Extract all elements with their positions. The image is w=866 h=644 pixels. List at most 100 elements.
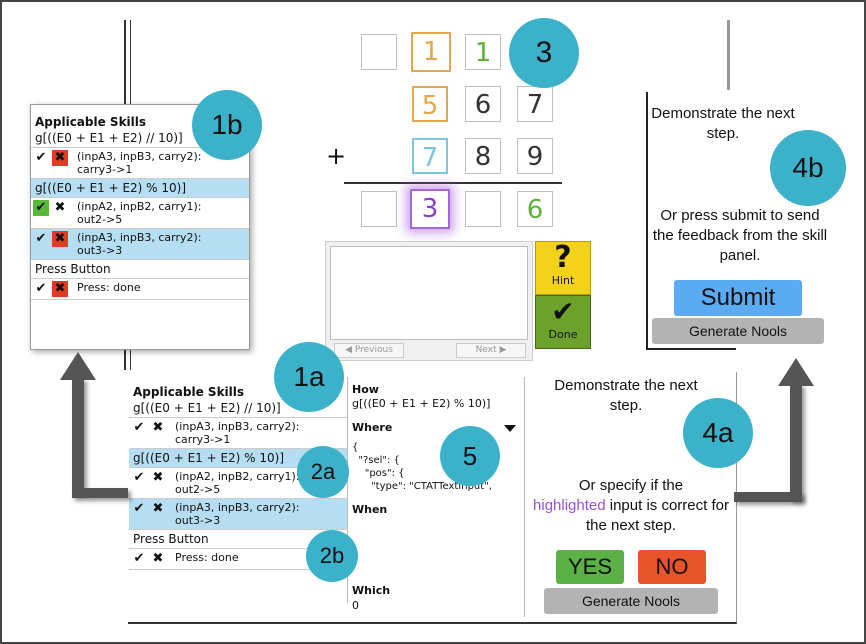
row-text: (inpA3, inpB3, carry2): out3->3	[175, 501, 300, 527]
demonstrate-text: Demonstrate the next step.	[651, 105, 795, 142]
row-text: Press: done	[175, 551, 239, 564]
skill-sum: g[((E0 + E1 + E2) % 10)]	[129, 449, 347, 468]
how-label: How	[352, 383, 379, 396]
top-digit-3[interactable]: 7	[517, 86, 553, 122]
arrow-right-vertical	[790, 384, 802, 500]
badge-5: 5	[440, 426, 500, 486]
next-button[interactable]: Next ▶	[456, 343, 526, 358]
check-icon[interactable]: ✔	[35, 150, 47, 165]
panel-4b-bottom	[646, 348, 736, 350]
bottom-digit-1[interactable]: 7	[412, 138, 448, 174]
carry-input-1[interactable]	[361, 34, 397, 70]
submit-instructions: Or press submit to send the feedback fro…	[652, 207, 828, 264]
no-button[interactable]: NO	[638, 550, 706, 584]
answer-digit-3[interactable]: 6	[517, 191, 553, 227]
submit-button[interactable]: Submit	[674, 280, 802, 316]
skill-row: ✔ ✖ (inpA3, inpB3, carry2): carry3->1	[31, 148, 249, 179]
answer-digit-1[interactable]: 3	[410, 189, 450, 229]
row-text: Press: done	[77, 281, 141, 294]
check-icon[interactable]: ✔	[133, 420, 145, 435]
check-icon[interactable]: ✔	[133, 470, 145, 485]
skill-row: ✔ ✖ Press: done	[31, 279, 249, 300]
answer-digit-2[interactable]	[465, 191, 501, 227]
check-icon[interactable]: ✔	[35, 231, 47, 246]
hint-message-area: ◀ Previous Next ▶	[325, 241, 533, 361]
which-value: 0	[352, 599, 359, 612]
badge-2b: 2b	[306, 530, 358, 582]
row-text: (inpA2, inpB2, carry1): out2->5	[77, 200, 202, 226]
check-icon[interactable]: ✔	[35, 281, 47, 296]
row-text: (inpA3, inpB3, carry2): carry3->1	[175, 420, 300, 446]
check-icon[interactable]: ✔	[133, 501, 145, 516]
skill-row: ✔ ✖ (inpA2, inpB2, carry1): out2->5	[31, 198, 249, 229]
press-button-title: Press Button	[129, 530, 347, 549]
arrow-left-head-icon	[60, 352, 96, 380]
specify-post: input is correct for the next step.	[585, 497, 729, 534]
arrow-right-head-icon	[778, 358, 814, 386]
hint-button[interactable]: ? Hint	[535, 241, 591, 295]
reject-icon[interactable]: ✖	[52, 281, 68, 297]
skill-carry: g[((E0 + E1 + E2) // 10)]	[129, 399, 347, 418]
skill-row: ✔ ✖ Press: done	[129, 549, 347, 570]
checkmark-icon: ✔	[551, 295, 575, 328]
where-json: { "?sel": { "pos": { "type": "CTATTextIn…	[352, 442, 492, 492]
where-label: Where	[352, 421, 393, 434]
reject-icon[interactable]: ✖	[152, 501, 164, 516]
where-toggle-icon[interactable]	[504, 425, 516, 432]
sum-line	[344, 182, 562, 184]
skill-row: ✔ ✖ (inpA2, inpB2, carry1): out2->5	[129, 468, 347, 499]
badge-4b: 4b	[770, 130, 846, 206]
row-text: (inpA3, inpB3, carry2): carry3->1	[77, 150, 202, 176]
bottom-digit-2[interactable]: 8	[465, 138, 501, 174]
prompt-4b: Demonstrate the next step. Or press subm…	[648, 104, 856, 344]
highlighted-word: highlighted	[533, 497, 606, 514]
carry-input-3[interactable]: 1	[465, 34, 501, 70]
row-text: (inpA2, inpB2, carry1): out2->5	[175, 470, 300, 496]
generate-nools-button[interactable]: Generate Nools	[544, 588, 718, 614]
yes-button[interactable]: YES	[556, 550, 624, 584]
reject-icon[interactable]: ✖	[152, 420, 164, 435]
skill-panel-1b: Applicable Skills g[((E0 + E1 + E2) // 1…	[30, 104, 250, 350]
answer-digit-0[interactable]	[361, 191, 397, 227]
prompt-4a: Demonstrate the next step. Or specify if…	[526, 376, 734, 616]
specify-text: Or specify if the highlighted input is c…	[528, 476, 734, 536]
hint-label: Hint	[551, 274, 575, 287]
carry-input-2[interactable]: 1	[411, 32, 451, 72]
reject-icon[interactable]: ✖	[152, 551, 164, 566]
arrow-left-vertical	[72, 378, 84, 494]
demonstrate-text: Demonstrate the next step.	[554, 377, 698, 414]
top-digit-2[interactable]: 6	[465, 86, 501, 122]
badge-4a: 4a	[683, 398, 753, 468]
arrow-left-horizontal	[72, 488, 128, 498]
skill-carry: g[((E0 + E1 + E2) // 10)]	[31, 129, 249, 148]
badge-1b: 1b	[192, 90, 262, 160]
reject-icon[interactable]: ✖	[152, 470, 164, 485]
reject-icon[interactable]: ✖	[54, 200, 66, 215]
skill-row: ✔ ✖ (inpA3, inpB3, carry2): out3->3	[129, 499, 347, 530]
generate-nools-button[interactable]: Generate Nools	[652, 318, 824, 344]
check-icon[interactable]: ✔	[133, 551, 145, 566]
arrow-right-horizontal	[734, 492, 802, 502]
which-label: Which	[352, 584, 391, 597]
question-icon: ?	[554, 240, 572, 275]
top-digit-1[interactable]: 5	[412, 86, 448, 122]
done-label: Done	[548, 328, 578, 341]
badge-1a: 1a	[274, 342, 344, 412]
row-text: (inpA3, inpB3, carry2): out3->3	[77, 231, 202, 257]
done-button[interactable]: ✔ Done	[535, 295, 591, 349]
reject-icon[interactable]: ✖	[52, 150, 68, 166]
check-icon[interactable]: ✔	[33, 200, 49, 216]
bottom-digit-3[interactable]: 9	[517, 138, 553, 174]
skill-sum: g[((E0 + E1 + E2) % 10)]	[31, 179, 249, 198]
panel-title: Applicable Skills	[35, 115, 147, 129]
plus-sign: +	[326, 142, 347, 170]
when-label: When	[352, 503, 388, 516]
press-button-title: Press Button	[31, 260, 249, 279]
skill-row: ✔ ✖ (inpA3, inpB3, carry2): carry3->1	[129, 418, 347, 449]
how-value: g[((E0 + E1 + E2) % 10)]	[352, 397, 491, 410]
previous-button[interactable]: ◀ Previous	[334, 343, 404, 358]
specify-pre: Or specify if the	[578, 477, 684, 494]
reject-icon[interactable]: ✖	[52, 231, 68, 247]
skill-details-panel: How g[((E0 + E1 + E2) % 10)] Where { "?s…	[348, 377, 525, 617]
